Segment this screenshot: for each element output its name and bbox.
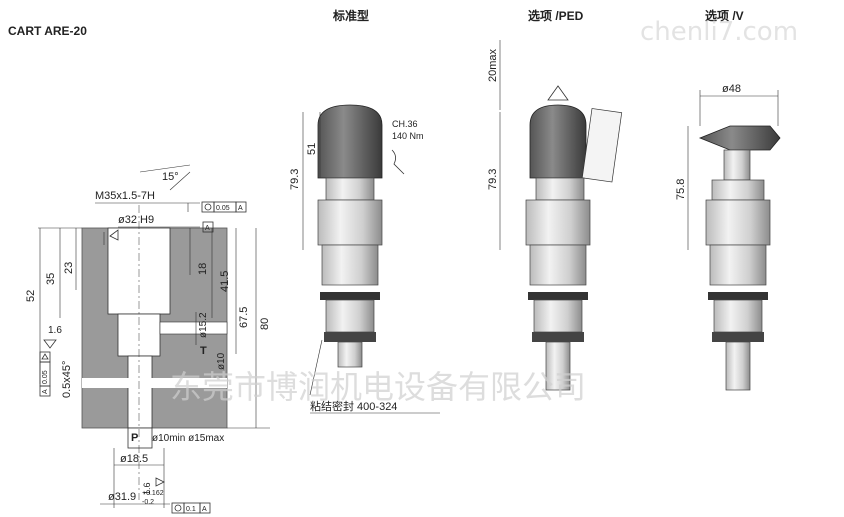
ped-lower-body — [533, 299, 583, 333]
title-cart: CART ARE-20 — [8, 24, 87, 38]
ped-seal-ring — [528, 292, 588, 300]
wrench-torque: 140 Nm — [392, 131, 424, 141]
tol-top-datum: A — [238, 205, 243, 212]
tol-top-value: 0.05 — [216, 205, 230, 212]
v-valve: ø48 75.8 — [675, 83, 781, 391]
cavity-band — [82, 378, 227, 388]
chamfer-dim: 0.5x45° — [61, 361, 73, 398]
v-seal-ring-2 — [712, 332, 764, 342]
v-hex-nut — [705, 199, 771, 246]
cavity-lower-bore — [127, 355, 153, 429]
datum-a-label: A — [205, 225, 210, 232]
tolerance-frame-bottom: 0.1 A — [171, 502, 211, 514]
ped-spool — [545, 341, 571, 391]
cavity-section: 15° M35x1.5-7H 0.05 A ø32 H9 A 52 35 23 … — [25, 164, 271, 514]
tol-left-value: 0.05 — [42, 370, 49, 384]
tol-left-datum: A — [42, 389, 49, 394]
dia-10: ø10 — [216, 352, 227, 370]
ped-cap — [529, 104, 587, 179]
wrench-icon — [391, 149, 405, 175]
dim-41-5: 41.5 — [219, 271, 231, 292]
ped-body — [529, 244, 587, 286]
v-dim-75-8: 75.8 — [675, 179, 687, 200]
std-dim-51: 51 — [306, 143, 318, 155]
datum-a-box — [202, 221, 214, 233]
tol-bottom-datum: A — [202, 506, 207, 513]
dim-18: 18 — [197, 263, 209, 275]
ped-tag — [581, 108, 623, 183]
wrench-size: CH.36 — [392, 119, 418, 129]
v-spool — [725, 341, 751, 391]
angle-15: 15° — [162, 171, 179, 183]
roughness-left-icon — [43, 339, 57, 349]
standard-hex-nut — [317, 199, 383, 246]
ped-dim-79-3: 79.3 — [487, 169, 499, 190]
watermark-site: chenli7.com — [640, 17, 798, 47]
roughness-icon — [109, 229, 119, 241]
roughness-bottom-icon — [155, 477, 165, 487]
v-nut-top — [711, 179, 765, 201]
dim-52: 52 — [25, 290, 37, 302]
standard-cap — [317, 104, 383, 179]
port-p-channel — [127, 427, 153, 449]
standard-nut-top — [325, 177, 375, 201]
standard-seal-ring-2 — [324, 332, 376, 342]
ped-seal-icon — [547, 85, 569, 101]
v-stem — [723, 149, 751, 181]
title-v: 选项 /V — [705, 8, 744, 23]
thread-label: M35x1.5-7H — [95, 190, 155, 202]
ped-hex-nut — [525, 199, 591, 246]
v-dim-48: ø48 — [722, 83, 741, 95]
standard-seal-ring — [320, 292, 380, 300]
dim-35: 35 — [45, 273, 57, 285]
v-seal-ring — [708, 292, 768, 300]
title-standard: 标准型 — [332, 8, 369, 23]
dia-15-2: ø15.2 — [198, 312, 209, 338]
port-t-channel — [159, 321, 228, 335]
dia-18-5: ø18.5 — [120, 453, 148, 465]
ped-seal-ring-2 — [532, 332, 584, 342]
dim-23: 23 — [63, 262, 75, 274]
standard-spool — [337, 341, 363, 368]
standard-lower-body — [325, 299, 375, 333]
v-handknob — [698, 125, 781, 151]
dia-31-9-tol-up: +0.162 — [142, 490, 164, 497]
ped-nut-top — [535, 177, 585, 201]
ped-dim-20max: 20max — [487, 48, 499, 82]
p-port-dims: ø10min ø15max — [152, 433, 224, 444]
port-p-label: P — [131, 432, 138, 444]
standard-body — [321, 244, 379, 286]
roughness-16b: 1.6 — [142, 482, 152, 495]
std-dim-79-3: 79.3 — [289, 169, 301, 190]
dia-31-9-tol-dn: -0.2 — [142, 499, 154, 506]
watermark-company: 东莞市博润机电设备有限公司 — [170, 368, 586, 406]
roughness-16: 1.6 — [48, 325, 62, 336]
v-body — [709, 244, 767, 286]
dim-67-5: 67.5 — [238, 307, 250, 328]
tol-bottom-value: 0.1 — [186, 506, 196, 513]
tolerance-frame-top: 0.05 A — [201, 201, 247, 213]
standard-valve: 79.3 51 CH.36 140 Nm 粘结密封 400-324 — [289, 104, 440, 414]
dia-31-9: ø31.9 — [108, 491, 136, 503]
seal-label: 粘结密封 400-324 — [310, 399, 397, 413]
bore-diameter: ø32 H9 — [118, 214, 154, 226]
dim-80: 80 — [259, 318, 271, 330]
port-t-label: T — [200, 345, 207, 357]
ped-valve: 20max 79.3 — [487, 40, 623, 391]
title-ped: 选项 /PED — [528, 8, 584, 23]
v-lower-body — [713, 299, 763, 333]
tolerance-frame-left: 0.05 A — [39, 351, 51, 397]
